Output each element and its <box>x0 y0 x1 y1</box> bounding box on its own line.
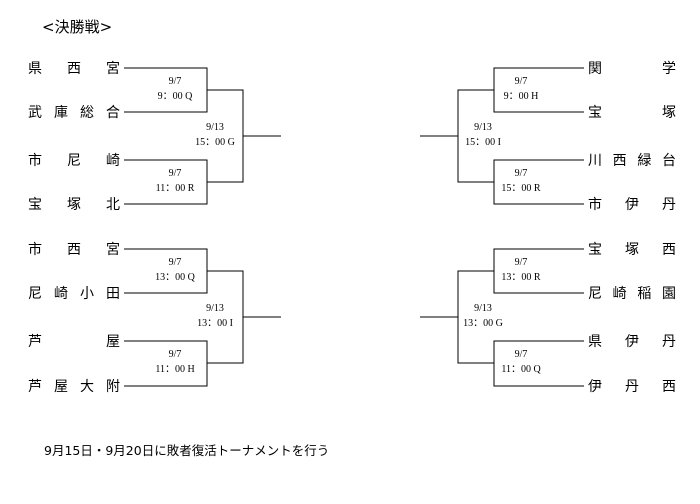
match-right-r1-3: 9/7 13：00 R <box>486 255 556 285</box>
match-date: 9/7 <box>514 168 528 179</box>
right-bracket-lines <box>420 67 584 387</box>
footer-note: 9月15日・9月20日に敗者復活トーナメントを行う <box>44 443 330 458</box>
match-time: 11：00 Q <box>501 364 541 375</box>
team-right-4: 市 伊 丹 <box>588 197 676 213</box>
team-left-5: 市 西 宮 <box>28 242 120 258</box>
team-left-3: 市 尼 崎 <box>28 153 120 169</box>
match-time: 15：00 I <box>465 137 501 148</box>
match-time: 13：00 I <box>197 318 233 329</box>
page-title: <決勝戦> <box>42 18 113 36</box>
match-time: 13：00 R <box>501 272 541 283</box>
match-time: 11：00 H <box>155 364 195 375</box>
match-date: 9/7 <box>168 257 182 268</box>
team-left-6: 尼崎小田 <box>28 286 120 302</box>
match-left-r1-2: 9/7 11：00 R <box>140 166 210 196</box>
team-left-4: 宝 塚 北 <box>28 197 120 213</box>
match-date: 9/13 <box>206 303 224 314</box>
team-left-1: 県 西 宮 <box>28 61 120 77</box>
match-date: 9/7 <box>168 168 182 179</box>
match-right-r1-1: 9/7 9：00 H <box>486 74 556 104</box>
match-time: 13：00 G <box>463 318 503 329</box>
match-time: 13：00 Q <box>155 272 195 283</box>
team-right-2: 宝 塚 <box>588 105 676 121</box>
match-left-r1-4: 9/7 11：00 H <box>140 347 210 377</box>
match-date: 9/7 <box>514 349 528 360</box>
match-left-r1-3: 9/7 13：00 Q <box>140 255 210 285</box>
team-left-7: 芦 屋 <box>28 334 120 350</box>
team-right-8: 伊 丹 西 <box>588 379 676 395</box>
team-left-8: 芦屋大附 <box>28 379 120 395</box>
team-left-2: 武庫総合 <box>28 105 120 121</box>
match-date: 9/13 <box>474 303 492 314</box>
match-time: 9：00 Q <box>157 91 193 102</box>
team-right-1: 関 学 <box>588 61 676 77</box>
team-right-3: 川西緑台 <box>588 153 676 169</box>
match-time: 9：00 H <box>503 91 539 102</box>
match-right-r1-2: 9/7 15：00 R <box>486 166 556 196</box>
match-right-r2-1: 9/13 15：00 I <box>448 120 518 150</box>
match-date: 9/7 <box>168 76 182 87</box>
match-left-r2-1: 9/13 15：00 G <box>180 120 250 150</box>
match-date: 9/7 <box>514 257 528 268</box>
team-right-7: 県 伊 丹 <box>588 334 676 350</box>
match-time: 15：00 R <box>501 183 541 194</box>
left-bracket-lines <box>124 67 281 387</box>
team-right-5: 宝 塚 西 <box>588 242 676 258</box>
match-right-r1-4: 9/7 11：00 Q <box>486 347 556 377</box>
match-left-r2-2: 9/13 13：00 I <box>180 301 250 331</box>
match-time: 11：00 R <box>155 183 195 194</box>
match-time: 15：00 G <box>195 137 235 148</box>
match-date: 9/7 <box>168 349 182 360</box>
match-right-r2-2: 9/13 13：00 G <box>448 301 518 331</box>
match-left-r1-1: 9/7 9：00 Q <box>140 74 210 104</box>
match-date: 9/13 <box>206 122 224 133</box>
match-date: 9/13 <box>474 122 492 133</box>
team-right-6: 尼崎稲園 <box>588 286 676 302</box>
match-date: 9/7 <box>514 76 528 87</box>
